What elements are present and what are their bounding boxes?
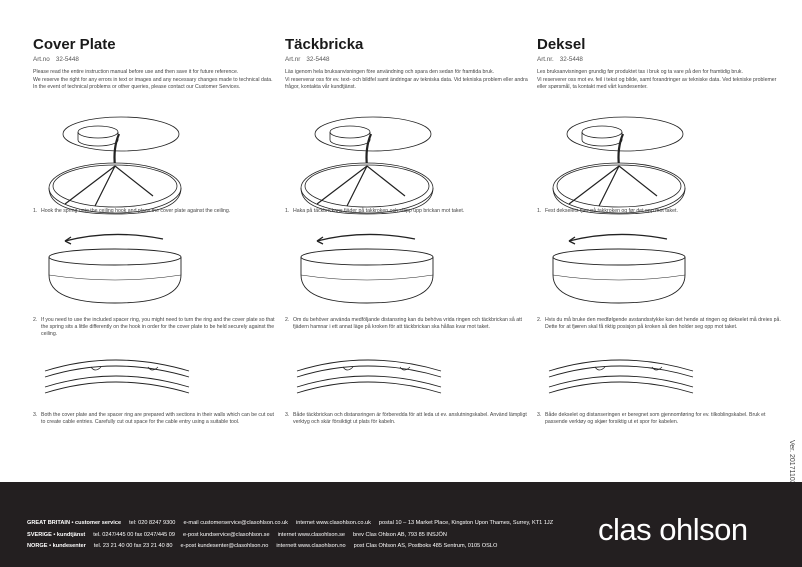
step-text: Hook the spring onto the ceiling hook an… bbox=[41, 208, 231, 214]
postal-address: postal 10 – 13 Market Place, Kingston Up… bbox=[378, 520, 554, 526]
article-label: Art.nr bbox=[285, 56, 301, 63]
step-text: Både dekselet og distanseringen er bereg… bbox=[545, 412, 766, 425]
contact-line: SVERIGE • kundtjänst tel. 0247/445 00 fax… bbox=[27, 532, 447, 538]
website-link[interactable]: internet www.clasohlson.se bbox=[277, 532, 346, 538]
section-title: Täckbricka bbox=[285, 36, 364, 53]
step-text: Haka på täckbrickans fjäder på takkroken… bbox=[293, 208, 465, 214]
spacer-ring-illustration bbox=[547, 351, 697, 411]
postal-address: brev Clas Ohlson AB, 793 85 INSJÖN bbox=[353, 532, 447, 538]
website-link[interactable]: internett www.clasohlson.no bbox=[276, 543, 346, 549]
step-number: 3. bbox=[285, 412, 290, 418]
article-value: 32-5448 bbox=[306, 56, 330, 63]
country-label: SVERIGE • kundtjänst bbox=[27, 532, 86, 538]
article-number: Art.nr 32-5448 bbox=[285, 56, 530, 63]
article-number: Art.nr. 32-5448 bbox=[537, 56, 782, 63]
website-link[interactable]: internet www.clasohlson.co.uk bbox=[295, 520, 371, 526]
article-label: Art.nr. bbox=[537, 56, 554, 63]
instruction-step: 2.If you need to use the included spacer… bbox=[33, 317, 278, 338]
article-label: Art.no bbox=[33, 56, 50, 63]
instruction-step: 3.Both the cover plate and the spacer ri… bbox=[33, 412, 278, 426]
email-link[interactable]: e-post kundesenter@clasohlson.no bbox=[180, 543, 269, 549]
spacer-ring-illustration bbox=[295, 351, 445, 411]
step-text: Hvis du må bruke den medfølgende avstand… bbox=[545, 317, 781, 330]
step-text: Om du behöver använda medföljande distan… bbox=[293, 317, 522, 330]
step-text: Fest dekselets fjær på takkroken og før … bbox=[545, 208, 678, 214]
step-number: 1. bbox=[285, 208, 290, 214]
mounting-illustration bbox=[43, 116, 193, 221]
intro-text: Please read the entire instruction manua… bbox=[33, 69, 278, 91]
intro-paragraph: We reserve the right for any errors in t… bbox=[33, 77, 273, 90]
contact-line: GREAT BRITAIN • customer service tel: 020… bbox=[27, 520, 553, 526]
intro-paragraph: Please read the entire instruction manua… bbox=[33, 69, 239, 75]
instruction-step: 3.Både täckbrickan och distansringen är … bbox=[285, 412, 530, 426]
step-number: 1. bbox=[537, 208, 542, 214]
instruction-step: 1.Haka på täckbrickans fjäder på takkrok… bbox=[285, 208, 530, 215]
step-number: 3. bbox=[33, 412, 38, 418]
clas-ohlson-logo: clas ohlson bbox=[598, 512, 748, 547]
intro-paragraph: Les bruksanvisningen grundig før produkt… bbox=[537, 69, 743, 75]
step-number: 2. bbox=[33, 317, 38, 323]
instruction-step: 1.Hook the spring onto the ceiling hook … bbox=[33, 208, 278, 215]
intro-text: Läs igenom hela bruksanvisningen före an… bbox=[285, 69, 530, 91]
instruction-step: 3.Både dekselet og distanseringen er ber… bbox=[537, 412, 782, 426]
spacer-ring-illustration bbox=[43, 351, 193, 411]
step-number: 2. bbox=[537, 317, 542, 323]
section-title: Cover Plate bbox=[33, 36, 116, 53]
phone: tel. 23 21 40 00 fax 23 21 40 80 bbox=[93, 543, 173, 549]
language-column: Cover Plate Art.no 32-5448 Please read th… bbox=[33, 36, 278, 425]
step-number: 2. bbox=[285, 317, 290, 323]
rotation-illustration bbox=[43, 231, 193, 316]
article-value: 32-5448 bbox=[559, 56, 583, 63]
phone: tel: 020 8247 9300 bbox=[129, 520, 176, 526]
step-text: If you need to use the included spacer r… bbox=[41, 317, 275, 337]
email-link[interactable]: e-post kundservice@clasohlson.se bbox=[183, 532, 270, 538]
step-text: Both the cover plate and the spacer ring… bbox=[41, 412, 274, 425]
intro-paragraph: Vi reserverar oss för ev. text- och bild… bbox=[285, 77, 528, 90]
country-label: NORGE • kundesenter bbox=[27, 543, 86, 549]
step-number: 1. bbox=[33, 208, 38, 214]
instruction-step: 2.Om du behöver använda medföljande dist… bbox=[285, 317, 530, 331]
intro-paragraph: Läs igenom hela bruksanvisningen före an… bbox=[285, 69, 495, 75]
footer: GREAT BRITAIN • customer service tel: 020… bbox=[0, 482, 802, 567]
intro-paragraph: Vi reserverer oss mot ev. feil i tekst o… bbox=[537, 77, 777, 90]
section-title: Deksel bbox=[537, 36, 586, 53]
intro-text: Les bruksanvisningen grundig før produkt… bbox=[537, 69, 782, 91]
language-column: Deksel Art.nr. 32-5448 Les bruksanvisning… bbox=[537, 36, 782, 425]
phone: tel. 0247/445 00 fax 0247/445 09 bbox=[93, 532, 176, 538]
instruction-step: 1.Fest dekselets fjær på takkroken og fø… bbox=[537, 208, 782, 215]
version-label: Ver. 20171103 bbox=[788, 440, 795, 485]
contact-line: NORGE • kundesenter tel. 23 21 40 00 fax … bbox=[27, 543, 497, 549]
language-column: Täckbricka Art.nr 32-5448 Läs igenom hela… bbox=[285, 36, 530, 425]
country-label: GREAT BRITAIN • customer service bbox=[27, 520, 122, 526]
postal-address: post Clas Ohlson AS, Postboks 485 Sentru… bbox=[353, 543, 498, 549]
rotation-illustration bbox=[295, 231, 445, 316]
article-number: Art.no 32-5448 bbox=[33, 56, 278, 63]
step-text: Både täckbrickan och distansringen är fö… bbox=[293, 412, 527, 425]
rotation-illustration bbox=[547, 231, 697, 316]
mounting-illustration bbox=[547, 116, 697, 221]
email-link[interactable]: e-mail customerservice@clasohlson.co.uk bbox=[183, 520, 288, 526]
mounting-illustration bbox=[295, 116, 445, 221]
article-value: 32-5448 bbox=[55, 56, 79, 63]
step-number: 3. bbox=[537, 412, 542, 418]
instruction-step: 2.Hvis du må bruke den medfølgende avsta… bbox=[537, 317, 782, 331]
